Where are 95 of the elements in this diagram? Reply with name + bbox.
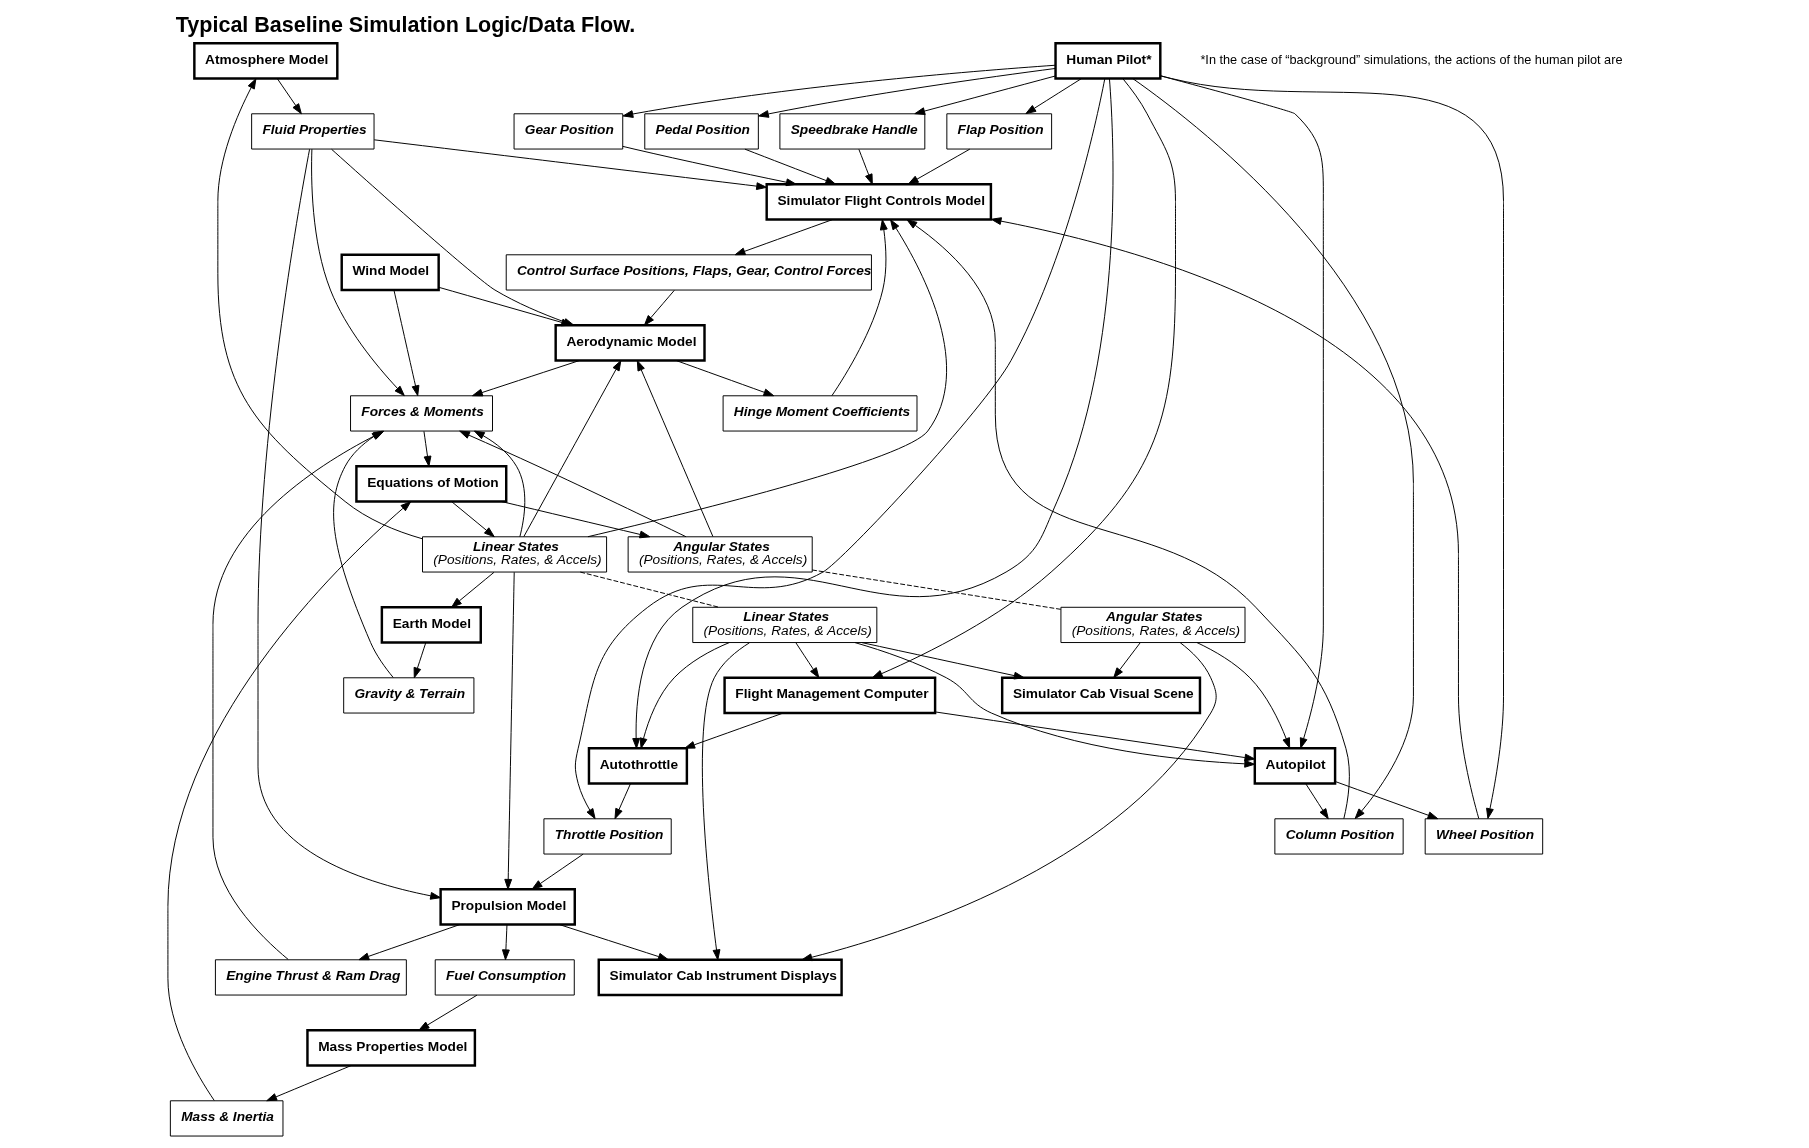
arrow — [451, 501, 495, 538]
arrow — [758, 67, 1056, 118]
arrow — [311, 148, 405, 397]
arrow — [423, 430, 432, 467]
node-box: Earth Model — [380, 606, 482, 644]
node-box: Wheel Position — [1424, 818, 1544, 855]
node-box: Gear Position — [513, 113, 624, 150]
arrow — [622, 64, 1056, 118]
node-box: Fuel Consumption — [434, 959, 575, 996]
arrow — [472, 360, 580, 397]
arrow — [858, 148, 873, 185]
arrow — [1132, 78, 1414, 820]
arrow — [861, 642, 1025, 680]
arrow — [413, 642, 427, 679]
arrow — [504, 571, 515, 890]
arrow — [1159, 75, 1324, 749]
arrow — [358, 924, 461, 961]
arrow — [217, 78, 423, 540]
arrow — [831, 219, 888, 397]
node-box: Pedal Position — [644, 113, 759, 150]
node-box: Human Pilot* — [1054, 42, 1162, 80]
arrow — [1196, 642, 1291, 749]
arrow — [1305, 783, 1329, 820]
arrow — [906, 219, 1350, 820]
arrow — [393, 289, 420, 397]
arrow — [632, 78, 1114, 749]
node-box: Mass & Inertia — [169, 1100, 284, 1137]
node-box: Equations of Motion — [355, 465, 508, 503]
arrow — [1025, 78, 1082, 115]
node-box: Simulator Cab Instrument Displays — [597, 958, 843, 997]
connector — [579, 571, 720, 608]
arrow — [639, 642, 730, 749]
node-box: Simulator Flight Controls Model — [765, 183, 993, 221]
arrow — [523, 360, 622, 538]
arrow — [1113, 642, 1141, 679]
arrow — [684, 712, 784, 749]
label: *In the case of “background” simulations, the actions of the human pilot are — [1200, 52, 1623, 68]
node-box: Autothrottle — [587, 747, 689, 785]
arrow — [643, 289, 675, 326]
arrow — [1335, 781, 1439, 820]
arrow — [501, 924, 510, 961]
arrow — [276, 78, 302, 115]
node-box: Aerodynamic Model — [554, 324, 706, 362]
node-box: Autopilot — [1253, 747, 1337, 785]
arrow — [558, 924, 669, 961]
node-box: Mass Properties Model — [306, 1029, 477, 1067]
arrow — [473, 430, 526, 538]
arrow — [871, 78, 1176, 679]
node-box: Atmosphere Model — [193, 42, 339, 80]
arrow — [373, 139, 767, 191]
node-box: Flight Management Computer — [723, 676, 937, 715]
arrow — [676, 360, 775, 397]
node-box: Fluid Properties — [251, 113, 375, 150]
node-box: Angular States (Positions, Rates, & Accels) — [627, 536, 813, 573]
node-box: Angular States (Positions, Rates, & Accels) — [1060, 606, 1246, 644]
connector — [811, 569, 1062, 610]
node-box: Linear States (Positions, Rates, & Accels) — [422, 536, 608, 573]
node-box: Engine Thrust & Ram Drag — [214, 959, 407, 996]
arrow — [587, 219, 947, 538]
arrow — [636, 360, 714, 538]
arrow — [795, 642, 820, 679]
arrow — [266, 1065, 352, 1102]
arrow — [907, 148, 971, 185]
arrow — [990, 217, 1480, 819]
node-box: Simulator Cab Visual Scene — [1000, 676, 1202, 715]
node-box: Column Position — [1274, 818, 1404, 855]
arrow — [934, 711, 1256, 762]
arrow — [1159, 75, 1504, 819]
arrow — [734, 219, 833, 256]
node-box: Speedbrake Handle — [779, 113, 926, 150]
node-box: Wind Model — [340, 253, 440, 292]
node-box: Forces & Moments — [350, 395, 493, 432]
node-box: Flap Position — [946, 113, 1053, 150]
arrow — [459, 430, 687, 538]
node-box: Throttle Position — [543, 818, 672, 855]
arrow — [531, 853, 584, 890]
diagram-title: Typical Baseline Simulation Logic/Data Flow. — [175, 13, 636, 38]
arrow — [854, 642, 1256, 768]
arrow — [418, 994, 478, 1031]
arrow — [451, 571, 495, 608]
node-box: Gravity & Terrain — [343, 677, 475, 714]
arrow — [914, 75, 1056, 115]
arrow — [574, 78, 1106, 820]
arrow — [744, 148, 837, 185]
arrow — [614, 783, 631, 820]
arrow — [701, 642, 750, 961]
node-box: Linear States (Positions, Rates, & Accels) — [692, 606, 878, 644]
arrow — [801, 642, 1217, 962]
node-box: Control Surface Positions, Flaps, Gear, Control Forces — [505, 254, 872, 291]
node-box: Propulsion Model — [439, 888, 576, 926]
arrow — [167, 501, 412, 1101]
arrow — [622, 145, 797, 187]
arrow — [501, 501, 651, 539]
arrow — [257, 148, 441, 900]
node-box: Hinge Moment Coefficients — [722, 395, 918, 432]
